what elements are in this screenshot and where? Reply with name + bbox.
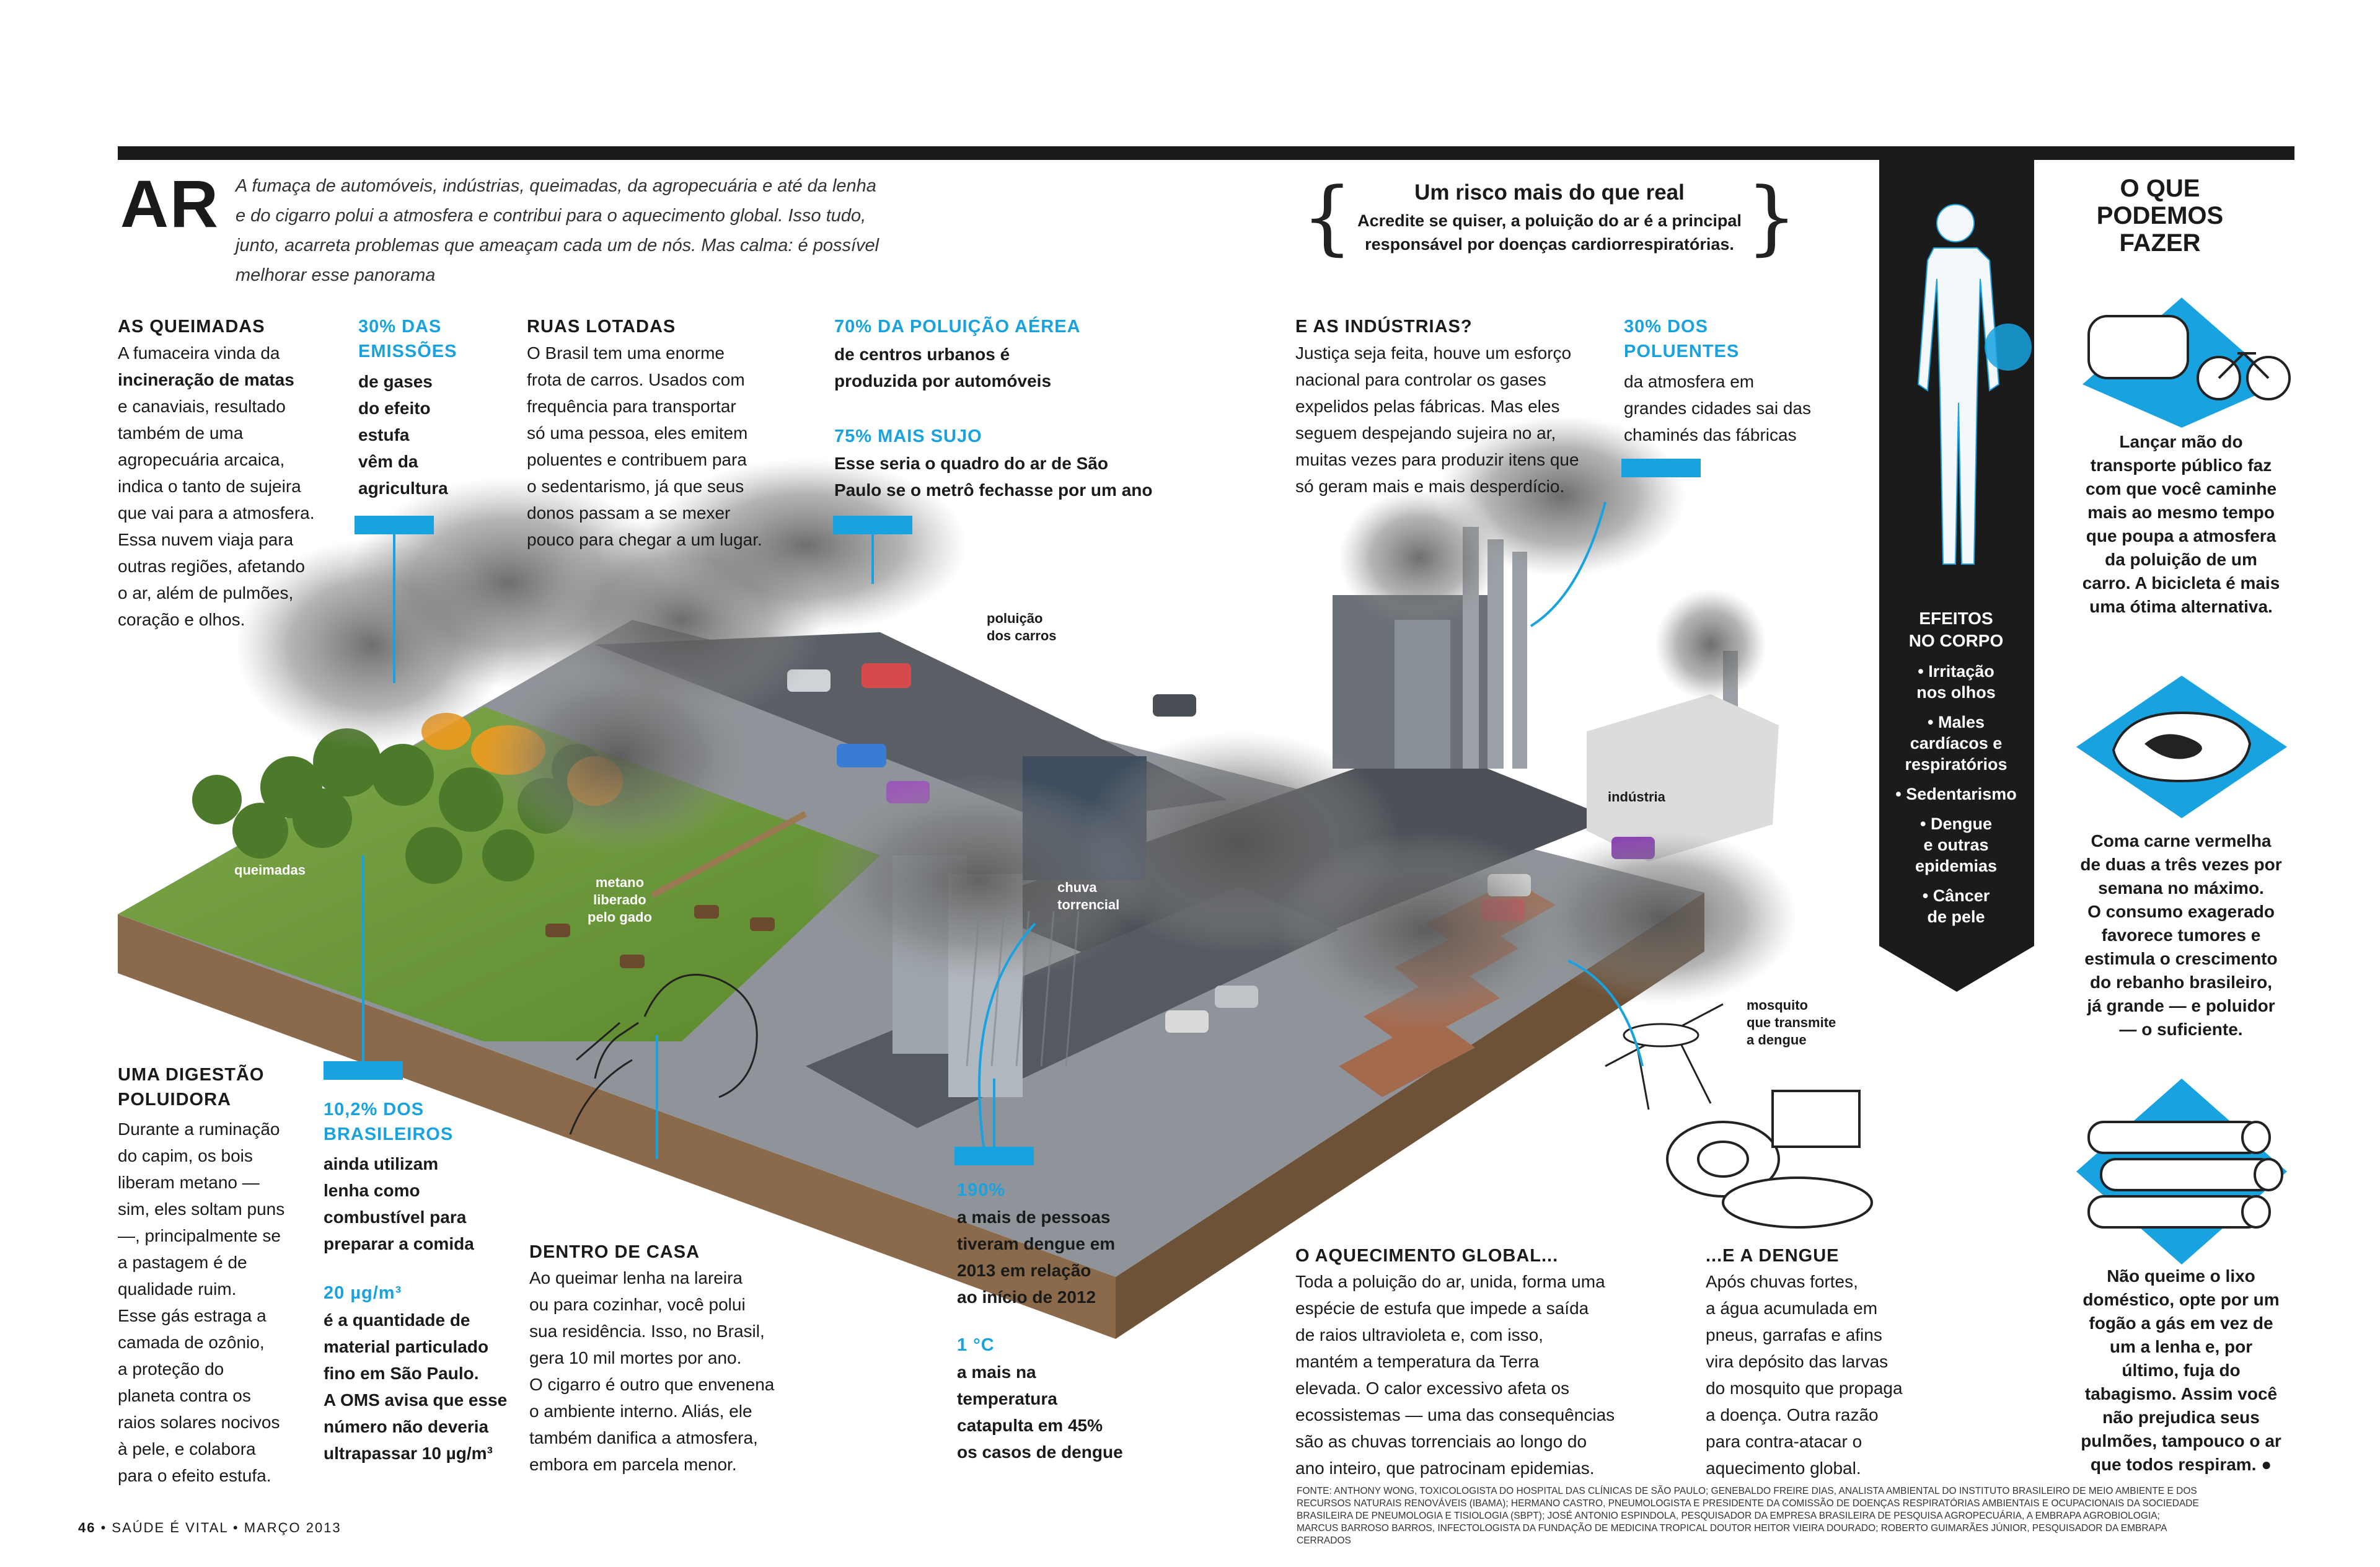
label-industria: indústria — [1608, 789, 1665, 805]
chimney-3 — [1512, 552, 1527, 769]
terrain-side-right — [1116, 893, 1704, 1339]
tab-emissoes — [355, 516, 434, 534]
casa-title: DENTRO DE CASA — [529, 1242, 700, 1262]
tab-dengue — [954, 1147, 1034, 1165]
rain-lines — [966, 911, 1080, 1067]
aquecimento-title: O AQUECIMENTO GLOBAL... — [1295, 1246, 1559, 1266]
terrain-side-left — [118, 914, 1116, 1339]
footer-text: • SAÚDE É VITAL • MARÇO 2013 — [100, 1520, 342, 1535]
firewood-icon — [2076, 1079, 2287, 1265]
left-brace: { — [1302, 170, 1353, 264]
source-credits: FONTE: ANTHONY WONG, TOXICOLOGISTA DO HO… — [1297, 1486, 2199, 1546]
label-queimadas: queimadas — [234, 862, 306, 878]
line-brasileiros — [362, 855, 364, 1061]
particulado-title: 20 µg/m³ — [324, 1283, 402, 1303]
body-figure-icon — [1917, 204, 2032, 565]
tires-illustration — [1666, 1090, 1873, 1229]
page-title: AR — [120, 166, 219, 241]
page-footer: 46 • SAÚDE É VITAL • MARÇO 2013 — [78, 1520, 342, 1536]
page-number: 46 — [78, 1520, 96, 1535]
temperatura-title: 1 °C — [957, 1335, 995, 1355]
fence — [651, 811, 807, 898]
risk-title: Um risco mais do que real — [1414, 180, 1685, 205]
right-brace: } — [1746, 170, 1797, 264]
poluicao-title: 70% DA POLUIÇÃO AÉREA — [834, 317, 1081, 337]
connector-arrows — [655, 501, 1644, 1160]
ruas-title: RUAS LOTADAS — [527, 317, 676, 337]
dengue-title: ...E A DENGUE — [1706, 1246, 1840, 1266]
tab-brasileiros — [324, 1061, 403, 1080]
top-rule — [118, 146, 2294, 160]
factory-front — [1395, 620, 1450, 769]
transport-icon — [2082, 298, 2291, 428]
mais-sujo-title: 75% MAIS SUJO — [834, 426, 982, 446]
intro-text: A fumaça de automóveis, indústrias, quei… — [236, 176, 879, 285]
meat-icon — [2076, 676, 2287, 818]
line-dengue — [993, 1079, 995, 1147]
risk-box: { } Um risco mais do que real Acredite s… — [1302, 177, 1797, 263]
industrias-title: E AS INDÚSTRIAS? — [1295, 317, 1473, 337]
tab-poluentes — [1621, 459, 1701, 477]
line-poluicao — [871, 534, 874, 584]
tab-poluicao — [833, 516, 912, 534]
line-emissoes — [393, 534, 395, 683]
virus-icon — [1985, 324, 2032, 371]
dengue-stat-title: 190% — [957, 1180, 1006, 1200]
smoke-clouds — [236, 415, 1797, 1029]
cattle — [545, 905, 775, 968]
queimadas-title: AS QUEIMADAS — [118, 317, 265, 337]
smoker-illustration — [569, 974, 758, 1135]
mosquito-illustration — [1605, 1003, 1724, 1110]
risk-text: Acredite se quiser, a poluição do ar é a… — [1357, 211, 1742, 254]
industry-building — [1587, 694, 1779, 862]
